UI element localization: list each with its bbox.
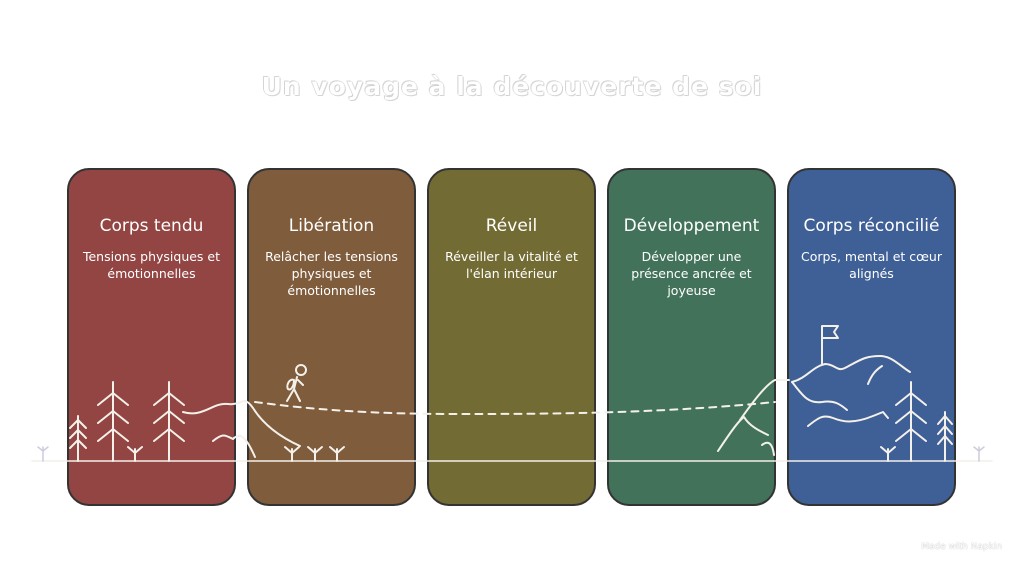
- stage-title: Développement: [623, 216, 760, 236]
- stage-title: Corps tendu: [99, 216, 204, 236]
- stage-description: Développer une présence ancrée et joyeus…: [631, 249, 752, 298]
- stage-description: Tensions physiques et émotionnelles: [82, 249, 221, 281]
- stage-description: Corps, mental et cœur alignés: [801, 249, 942, 281]
- stage-developpement: Développement Développer une présence an…: [607, 168, 776, 506]
- stage-description: Réveiller la vitalité et l'élan intérieu…: [445, 249, 578, 281]
- footer-credit: Made with Napkin: [921, 542, 1002, 552]
- diagram-title: Un voyage à la découverte de soi: [261, 72, 763, 101]
- stage-title: Libération: [288, 216, 375, 236]
- stage-liberation: Libération Relâcher les tensions physiqu…: [247, 168, 416, 506]
- stage-reveil: Réveil Réveiller la vitalité et l'élan i…: [427, 168, 596, 506]
- stage-title: Réveil: [485, 216, 538, 236]
- stage-title: Corps réconcilié: [803, 216, 940, 236]
- stage-corps-reconcilie: Corps réconcilié Corps, mental et cœur a…: [787, 168, 956, 506]
- stage-corps-tendu: Corps tendu Tensions physiques et émotio…: [67, 168, 236, 506]
- stage-description: Relâcher les tensions physiques et émoti…: [265, 249, 398, 298]
